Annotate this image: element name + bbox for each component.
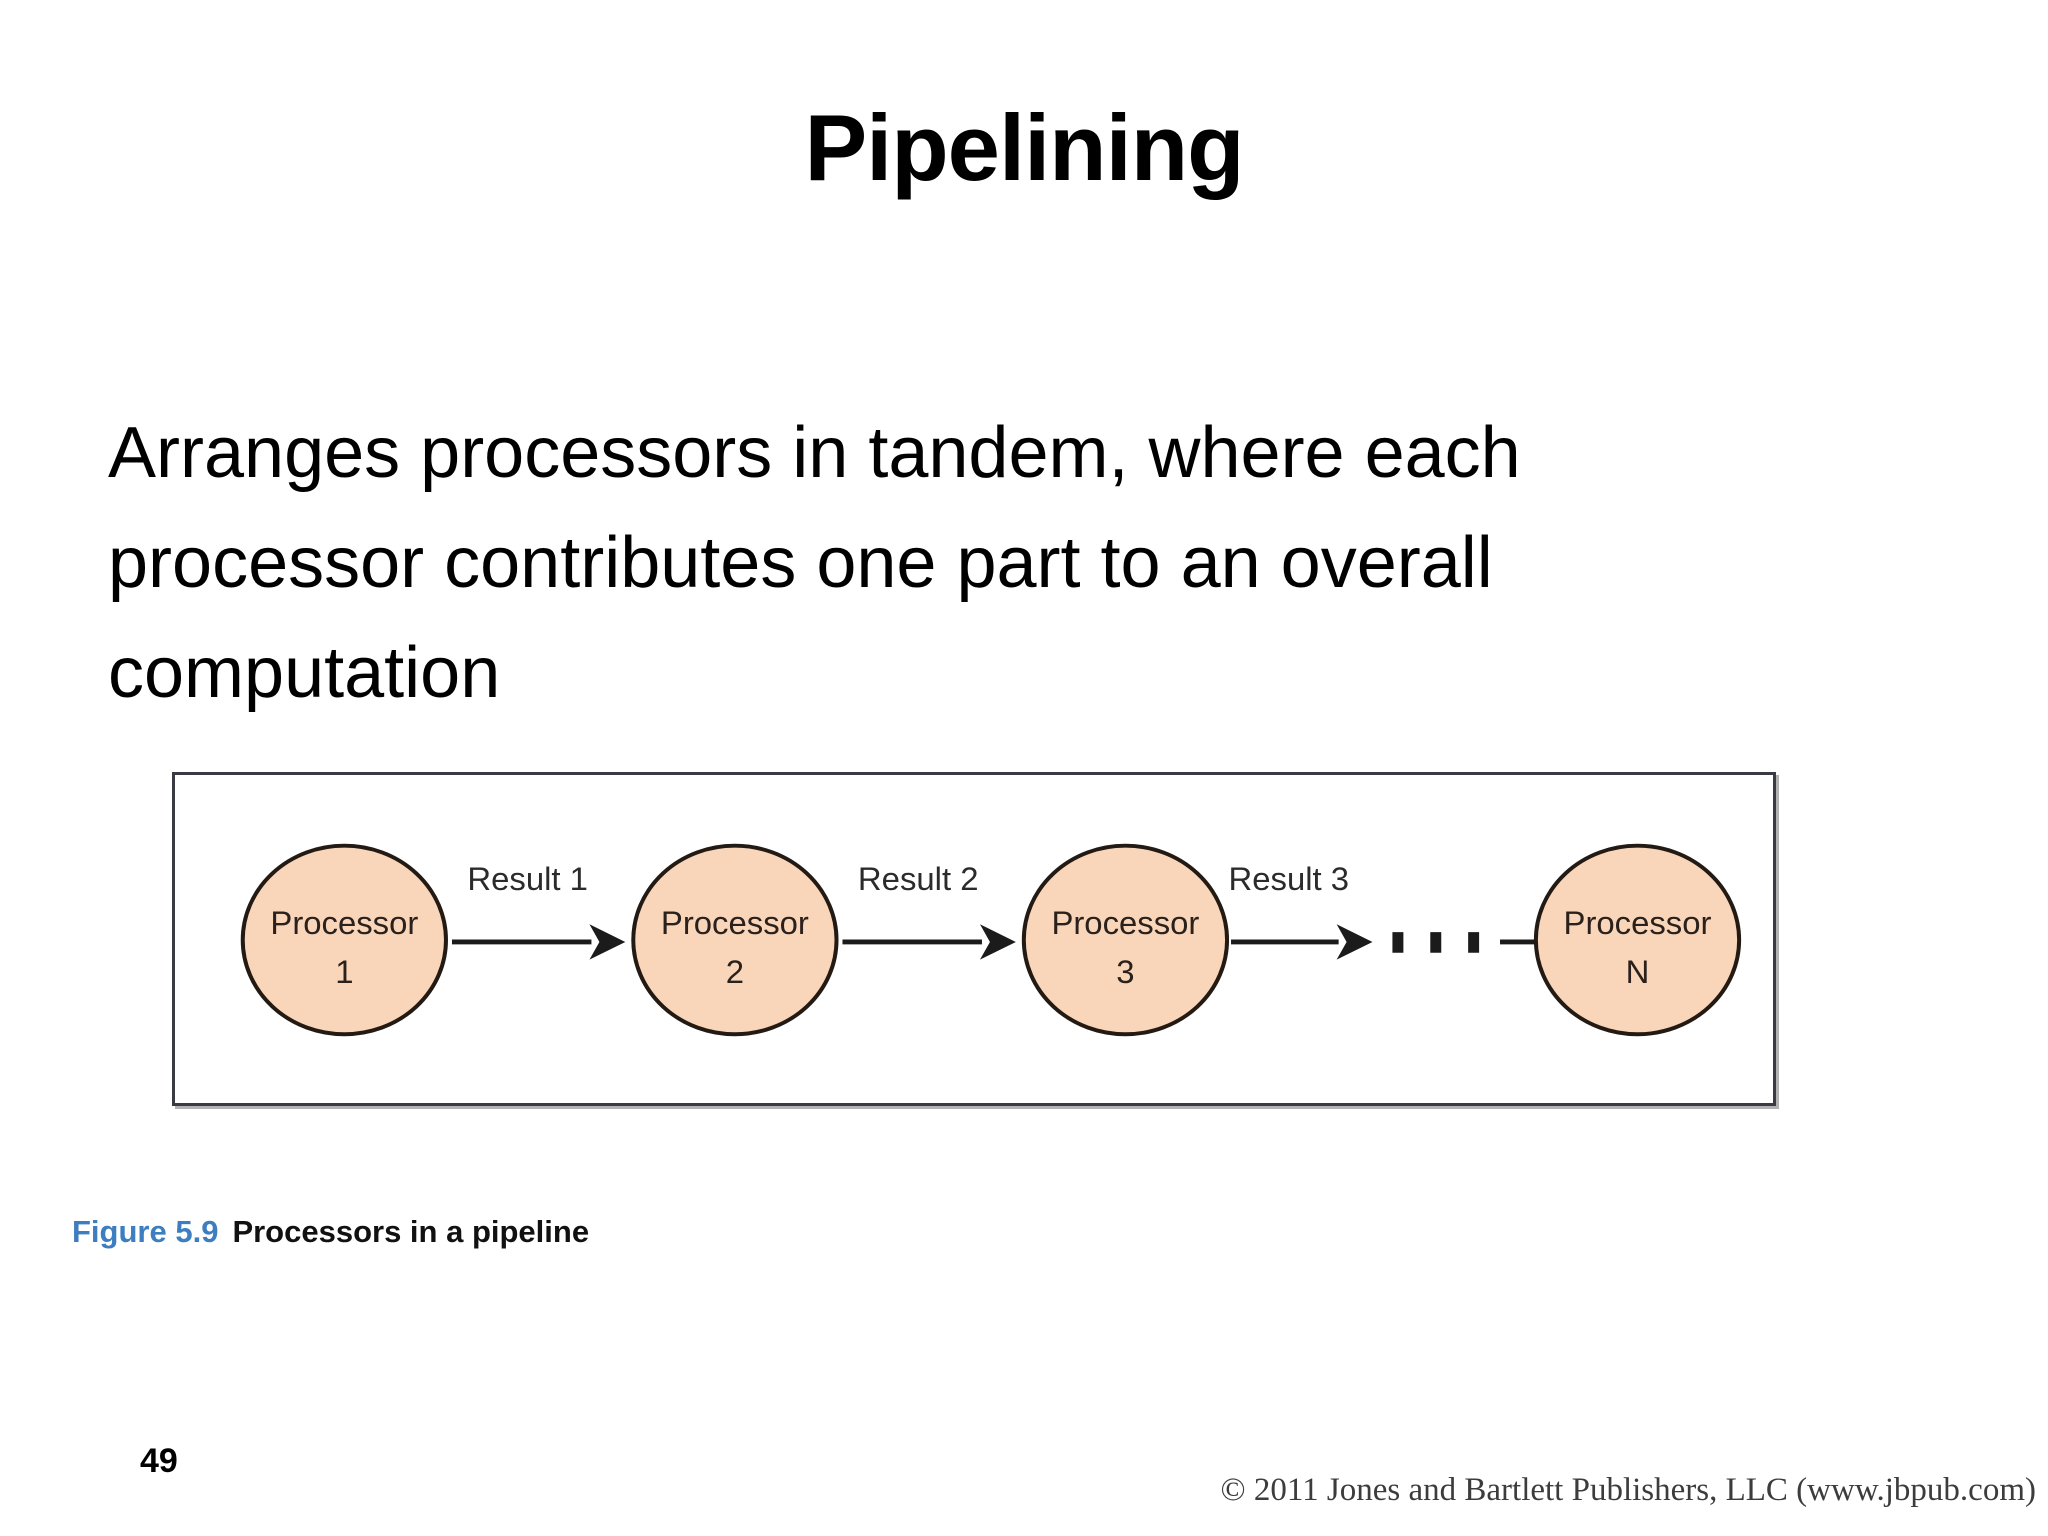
result-3-arrowhead xyxy=(1336,924,1373,960)
processor-3-ellipse xyxy=(1021,843,1230,1037)
body-line-1: Arranges processors in tandem, where eac… xyxy=(108,413,1521,493)
result-1-arrowhead xyxy=(589,924,626,960)
figure-frame: Processor 1 Result 1 Processor 2 Result … xyxy=(172,772,1776,1106)
result-2-arrowhead xyxy=(979,924,1016,960)
page-title: Pipelining xyxy=(804,95,1244,200)
pipeline-edge-2: Result 2 xyxy=(842,860,1016,960)
pipeline-node-n: Processor N xyxy=(1533,843,1742,1037)
page-number: 49 xyxy=(140,1442,178,1480)
pipeline-node-3: Processor 3 xyxy=(1021,843,1230,1037)
processor-1-label: Processor xyxy=(270,904,418,941)
figure-number: Figure 5.9 xyxy=(72,1214,219,1249)
processor-n-label: Processor xyxy=(1564,904,1712,941)
result-2-label: Result 2 xyxy=(858,860,979,897)
pipeline-edge-1: Result 1 xyxy=(451,860,626,960)
processor-1-index: 1 xyxy=(335,953,353,990)
body-line-2: processor contributes one part to an ove… xyxy=(108,523,1493,603)
processor-n-ellipse xyxy=(1533,843,1742,1037)
result-3-label: Result 3 xyxy=(1229,860,1350,897)
figure-caption: Figure 5.9 Processors in a pipeline xyxy=(72,1212,589,1252)
ellipsis-icon xyxy=(1392,932,1480,953)
processor-3-index: 3 xyxy=(1116,953,1134,990)
pipeline-edge-3: Result 3 xyxy=(1229,860,1373,960)
figure-caption-text: Processors in a pipeline xyxy=(232,1214,590,1249)
processor-2-ellipse xyxy=(631,843,839,1037)
pipeline-node-2: Processor 2 xyxy=(631,843,839,1037)
body-paragraph: Arranges processors in tandem, where eac… xyxy=(108,398,1958,728)
processor-3-label: Processor xyxy=(1051,904,1199,941)
copyright-notice: © 2011 Jones and Bartlett Publishers, LL… xyxy=(1220,1472,2036,1508)
body-line-3: computation xyxy=(108,633,501,713)
pipeline-diagram: Processor 1 Result 1 Processor 2 Result … xyxy=(240,843,1742,1037)
processor-2-label: Processor xyxy=(661,904,809,941)
pipeline-node-1: Processor 1 xyxy=(240,843,448,1037)
processor-n-index: N xyxy=(1626,953,1650,990)
result-1-label: Result 1 xyxy=(467,860,588,897)
processor-2-index: 2 xyxy=(726,953,744,990)
processor-1-ellipse xyxy=(240,843,448,1037)
